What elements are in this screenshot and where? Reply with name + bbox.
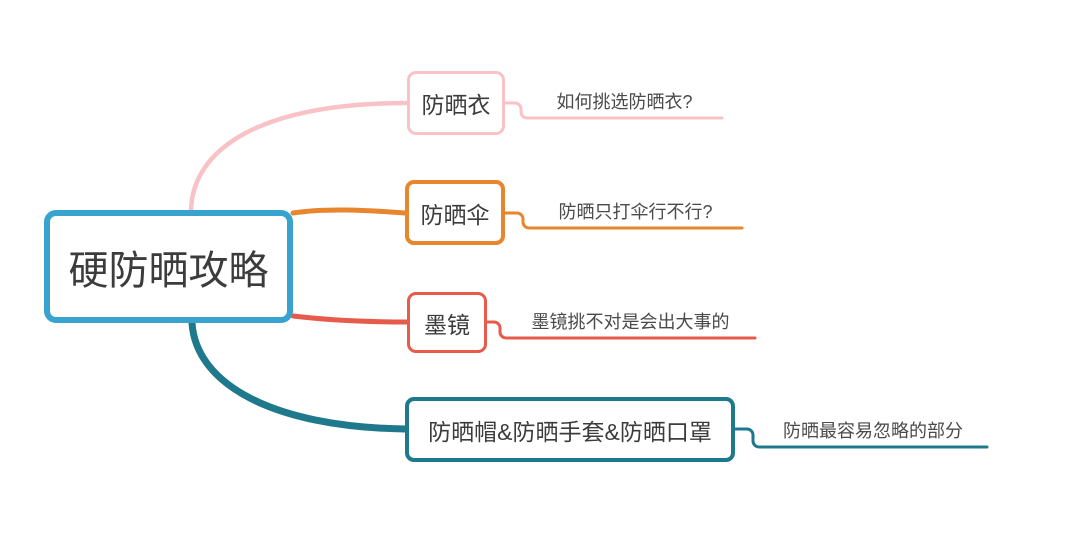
note-most-overlooked[interactable]: 防晒最容易忽略的部分 — [783, 421, 963, 441]
topic-node-hat-gloves-mask[interactable]: 防晒帽&防晒手套&防晒口罩 — [405, 397, 735, 462]
topic-node-sun-protection-clothing[interactable]: 防晒衣 — [407, 71, 505, 135]
topic-label: 防晒伞 — [420, 201, 490, 228]
branch-4-curve — [188, 319, 409, 433]
topic-node-sunglasses[interactable]: 墨镜 — [407, 292, 487, 353]
topic-label: 防晒帽&防晒手套&防晒口罩 — [428, 418, 712, 445]
topic-node-sun-umbrella[interactable]: 防晒伞 — [405, 180, 505, 245]
topic-label: 墨镜 — [424, 311, 470, 338]
root-topic-label: 硬防晒攻略 — [68, 248, 269, 293]
branch-2-curve — [290, 207, 408, 216]
topic-label: 防晒衣 — [421, 92, 491, 118]
root-topic-node[interactable]: 硬防晒攻略 — [44, 210, 293, 323]
branch-1-curve — [188, 100, 411, 214]
note-wrong-sunglasses[interactable]: 墨镜挑不对是会出大事的 — [531, 312, 730, 332]
note-umbrella-enough[interactable]: 防晒只打伞行不行? — [558, 202, 713, 222]
branch-3-curve — [290, 313, 410, 325]
note-how-to-choose-clothing[interactable]: 如何挑选防晒衣? — [556, 92, 693, 112]
